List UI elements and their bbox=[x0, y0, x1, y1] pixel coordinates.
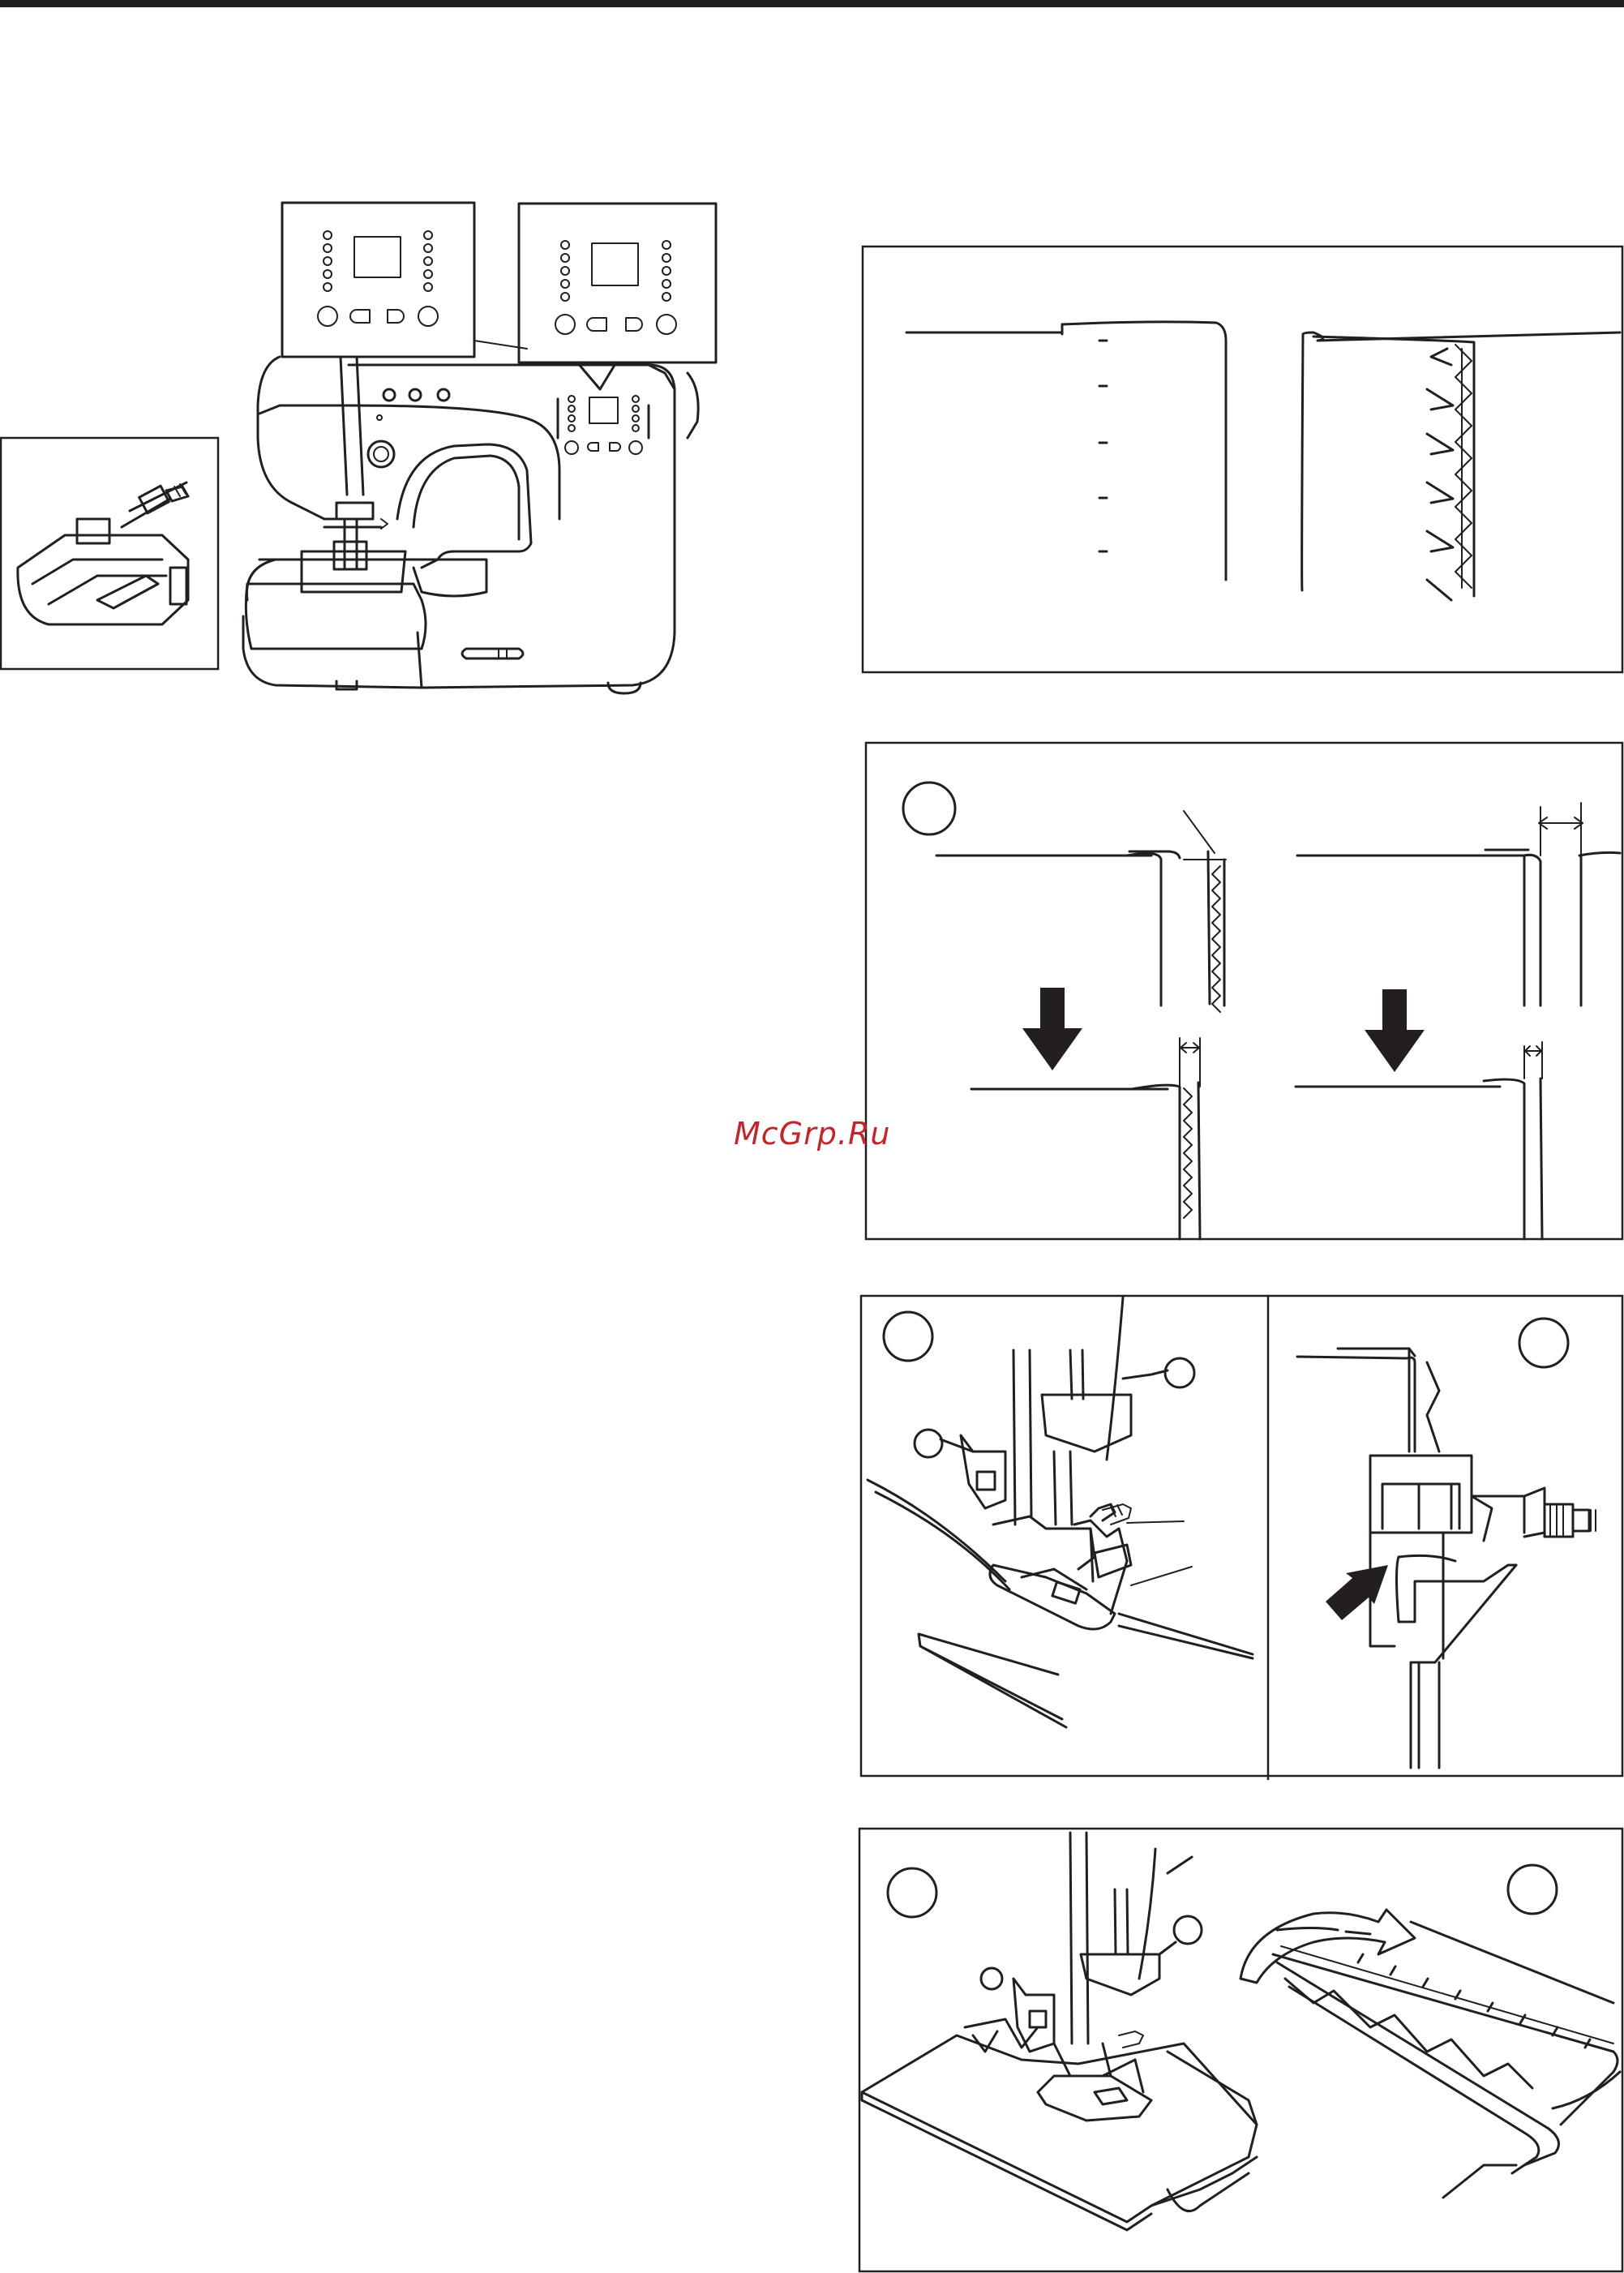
sewing-hem-illustration bbox=[859, 1829, 1622, 2271]
callout-a-circle bbox=[903, 783, 955, 834]
foot-guide-illustration bbox=[861, 1296, 1622, 1780]
callout-d-circle bbox=[888, 1868, 936, 1917]
blind-hem-result-illustration bbox=[863, 247, 1622, 672]
callout-e-circle bbox=[1508, 1865, 1557, 1914]
callout-c-circle bbox=[1519, 1319, 1568, 1367]
hem-adjust-illustration bbox=[866, 743, 1622, 1239]
blind-hem-foot-illustration bbox=[1, 438, 218, 669]
watermark-text: McGrp.Ru bbox=[734, 1116, 890, 1152]
callout-b-circle bbox=[884, 1312, 932, 1361]
sewing-machine-illustration bbox=[243, 203, 716, 693]
